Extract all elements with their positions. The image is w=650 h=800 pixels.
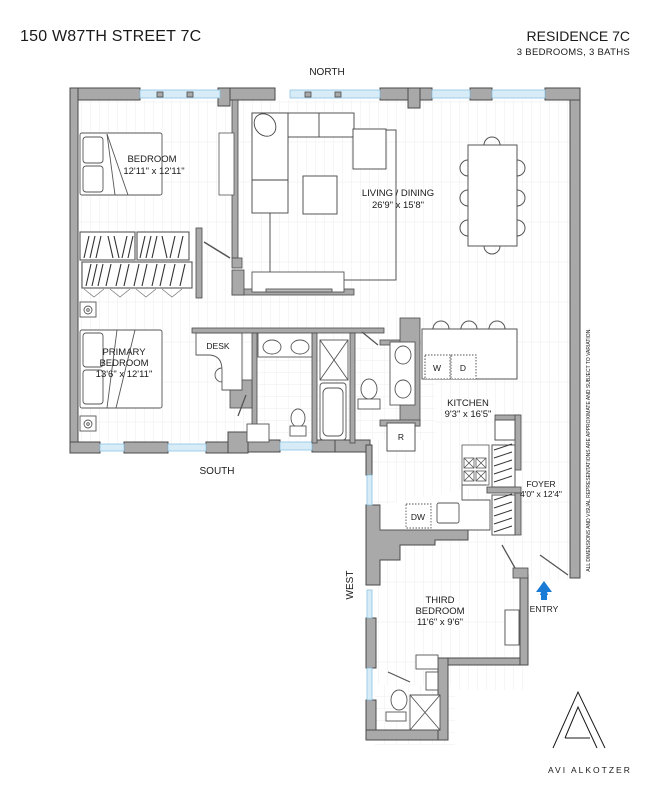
dining-table	[459, 136, 526, 255]
foyer-dims: 4'0" x 12'4"	[520, 489, 562, 499]
sectional-sofa	[251, 112, 397, 281]
desk	[195, 332, 243, 391]
disclaimer: ALL DIMENSIONS AND VISUAL REPRESENTATION…	[586, 328, 592, 571]
brand-name: AVI ALKOTZER	[548, 765, 632, 775]
closets	[79, 231, 193, 298]
primary-name-2: BEDROOM	[99, 358, 148, 369]
second-bath-fixtures	[357, 331, 416, 410]
primary-bed	[79, 301, 163, 432]
third-dims: 11'6" x 9'6"	[417, 617, 463, 628]
south-label: SOUTH	[200, 466, 235, 477]
north-label: NORTH	[309, 67, 344, 78]
counter	[379, 484, 491, 531]
bedroom-bed	[79, 132, 163, 196]
kitchen-name: KITCHEN	[447, 398, 489, 409]
bedroom-dims: 12'11" x 12'11"	[123, 166, 184, 177]
listing-address: 150 W87TH STREET 7C	[20, 28, 202, 45]
kitchen-dims: 9'3" x 16'5"	[445, 409, 492, 420]
exterior-walls	[69, 87, 581, 741]
living-dims: 26'9" x 15'8"	[372, 200, 424, 211]
range	[461, 444, 490, 486]
primary-name-1: PRIMARY	[102, 347, 146, 358]
desk-label: DESK	[206, 341, 229, 351]
refrigerator-label: R	[398, 432, 404, 442]
kitchen-island	[421, 320, 518, 380]
dishwasher-label: DW	[411, 512, 425, 522]
bedroom-door	[203, 241, 231, 259]
residence-label: RESIDENCE 7C	[526, 28, 630, 44]
washer-label: W	[433, 363, 441, 373]
bed-bath-summary: 3 BEDROOMS, 3 BATHS	[516, 47, 630, 58]
tv-console	[251, 271, 345, 293]
brand-logo-icon	[552, 690, 606, 749]
foyer-name: FOYER	[526, 479, 555, 489]
west-label: WEST	[345, 571, 356, 600]
refrigerator	[386, 422, 416, 452]
primary-bath-fixtures	[246, 332, 349, 443]
entry-label: ENTRY	[530, 604, 559, 614]
third-name-2: BEDROOM	[415, 606, 464, 617]
room-labels: BEDROOM 12'11" x 12'11" LIVING / DINING …	[96, 154, 562, 628]
bedroom-name: BEDROOM	[127, 154, 176, 165]
foyer-closets	[491, 419, 516, 536]
dryer-label: D	[460, 363, 466, 373]
primary-dims: 13'6" x 12'11"	[96, 369, 153, 380]
third-bath-fixtures	[385, 654, 441, 731]
living-name: LIVING / DINING	[362, 188, 434, 199]
third-name-1: THIRD	[425, 595, 454, 606]
